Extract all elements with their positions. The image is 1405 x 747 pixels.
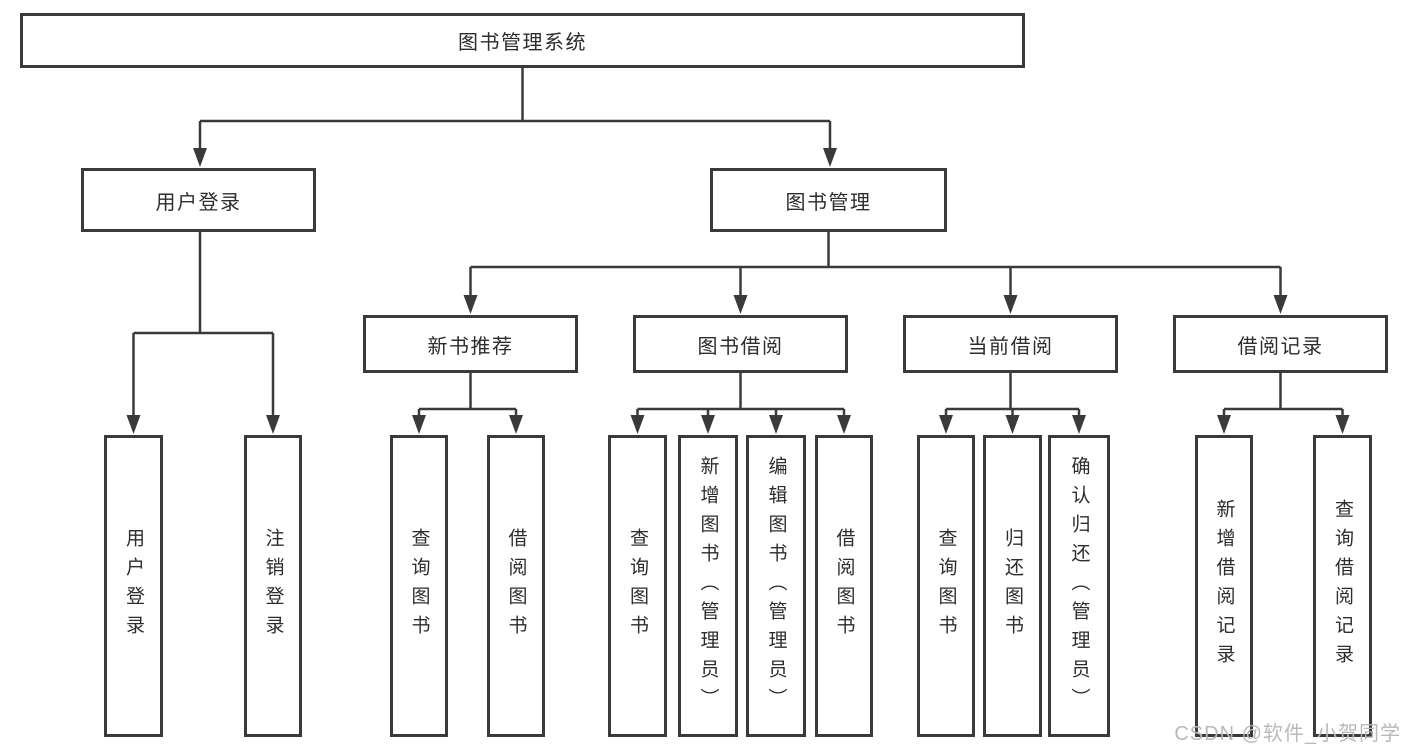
leaf-add-books-admin: 新增图书（管理员） [678, 435, 738, 737]
leaf-borrow-books: 借阅图书 [815, 435, 873, 737]
node-book-borrowing: 图书借阅 [633, 315, 848, 373]
leaf-query-borrow-record: 查询借阅记录 [1313, 435, 1372, 737]
leaf-query-books-borrowing: 查询图书 [608, 435, 667, 737]
leaf-add-borrow-record: 新增借阅记录 [1195, 435, 1253, 737]
node-user-login: 用户登录 [81, 168, 316, 232]
node-label: 查询图书 [935, 528, 957, 644]
leaf-query-books-current: 查询图书 [917, 435, 975, 737]
connector-book-management-to-level3 [463, 232, 1288, 314]
connector-book-borrowing-group [630, 373, 851, 434]
node-label: 用户登录 [155, 191, 242, 214]
connector-new-book-group [412, 373, 523, 434]
leaf-confirm-return-admin: 确认归还（管理员） [1048, 435, 1110, 737]
node-label: 借阅图书 [833, 528, 855, 644]
node-label: 当前借阅 [967, 335, 1054, 358]
node-label: 新增借阅记录 [1213, 499, 1235, 673]
node-label: 用户登录 [123, 528, 144, 644]
node-label: 查询图书 [627, 528, 648, 644]
node-borrowing-records: 借阅记录 [1173, 315, 1388, 373]
node-book-management: 图书管理 [710, 168, 947, 232]
connector-borrow-records-group [1217, 373, 1350, 434]
node-library-management-system: 图书管理系统 [20, 13, 1025, 68]
leaf-query-books-recommend: 查询图书 [390, 435, 448, 737]
node-label: 查询借阅记录 [1332, 499, 1353, 673]
connector-current-borrowing-group [939, 373, 1086, 434]
node-new-book-recommendation: 新书推荐 [363, 315, 578, 373]
node-label: 新书推荐 [427, 335, 514, 358]
leaf-edit-books-admin: 编辑图书（管理员） [746, 435, 806, 737]
node-label: 查询图书 [408, 528, 430, 644]
node-label: 借阅图书 [505, 528, 527, 644]
leaf-logout: 注销登录 [244, 435, 302, 737]
node-current-borrowing: 当前借阅 [903, 315, 1118, 373]
leaf-user-login: 用户登录 [104, 435, 163, 737]
leaf-return-books: 归还图书 [983, 435, 1042, 737]
node-label: 新增图书（管理员） [697, 455, 719, 717]
node-label: 确认归还（管理员） [1068, 455, 1090, 717]
node-label: 图书管理系统 [458, 32, 587, 54]
node-label: 图书借阅 [697, 335, 784, 358]
node-label: 借阅记录 [1237, 335, 1324, 358]
watermark-csdn: CSDN @软件_小贺同学 [1174, 723, 1401, 745]
node-label: 注销登录 [262, 528, 284, 644]
node-label: 编辑图书（管理员） [765, 455, 787, 717]
node-label: 图书管理 [785, 191, 872, 214]
connector-user-login-group [126, 232, 280, 434]
node-label: 归还图书 [1002, 528, 1023, 644]
connector-root-to-level2 [193, 68, 837, 167]
leaf-borrow-books-recommend: 借阅图书 [487, 435, 545, 737]
